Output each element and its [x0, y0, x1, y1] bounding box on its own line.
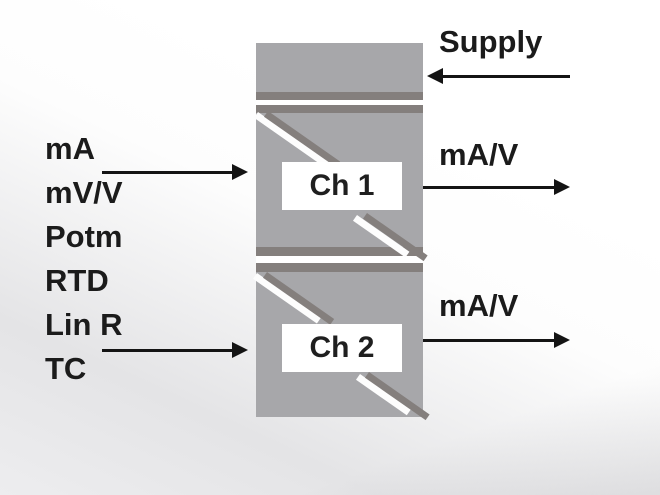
input-type-label: Lin R: [45, 307, 123, 342]
supply-block-edge: [256, 92, 423, 100]
arrow-shaft: [423, 338, 557, 342]
arrowhead-right-icon: [232, 342, 248, 358]
channel-2-top-edge: [256, 263, 423, 272]
channel-1-bottom-edge: [256, 247, 423, 256]
supply-block: [256, 43, 423, 100]
channel-1-top-edge: [256, 105, 423, 113]
channel-2-label-box: Ch 2: [282, 324, 402, 372]
channel-2-input-arrow: [102, 342, 248, 358]
input-type-list: mA mV/V Potm RTD Lin R TC: [45, 127, 123, 391]
arrowhead-right-icon: [232, 164, 248, 180]
channel-2-block: Ch 2: [252, 263, 430, 421]
supply-arrow: [427, 68, 570, 84]
arrow-shaft: [423, 185, 557, 189]
channel-1-block: Ch 1: [253, 105, 428, 262]
input-type-label: TC: [45, 351, 87, 386]
channel-2-output-arrow: [423, 332, 570, 348]
input-type-label: mV/V: [45, 175, 123, 210]
input-type-label: Potm: [45, 219, 123, 254]
channel-2-label: Ch 2: [309, 331, 375, 364]
channel-2-output-label: mA/V: [439, 288, 519, 323]
block-gap: [256, 256, 423, 263]
supply-label: Supply: [439, 24, 543, 59]
channel-1-label-box: Ch 1: [282, 162, 402, 210]
arrow-shaft: [440, 74, 570, 78]
channel-1-label: Ch 1: [309, 169, 375, 202]
channel-1-input-arrow: [102, 164, 248, 180]
arrowhead-right-icon: [554, 179, 570, 195]
arrow-shaft: [102, 348, 235, 352]
input-type-label: RTD: [45, 263, 109, 298]
block-gap: [256, 100, 423, 105]
arrowhead-right-icon: [554, 332, 570, 348]
arrowhead-left-icon: [427, 68, 443, 84]
supply-block-body: [256, 43, 423, 92]
channel-1-output-arrow: [423, 179, 570, 195]
input-type-label: mA: [45, 131, 95, 166]
channel-1-output-label: mA/V: [439, 137, 519, 172]
arrow-shaft: [102, 170, 235, 174]
